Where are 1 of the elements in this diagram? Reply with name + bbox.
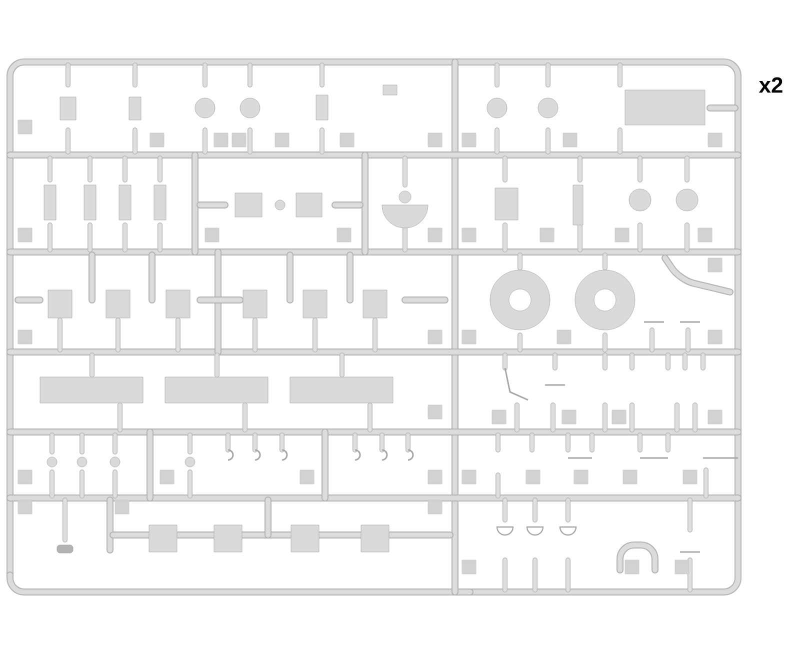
quantity-label: x2 bbox=[758, 77, 782, 93]
